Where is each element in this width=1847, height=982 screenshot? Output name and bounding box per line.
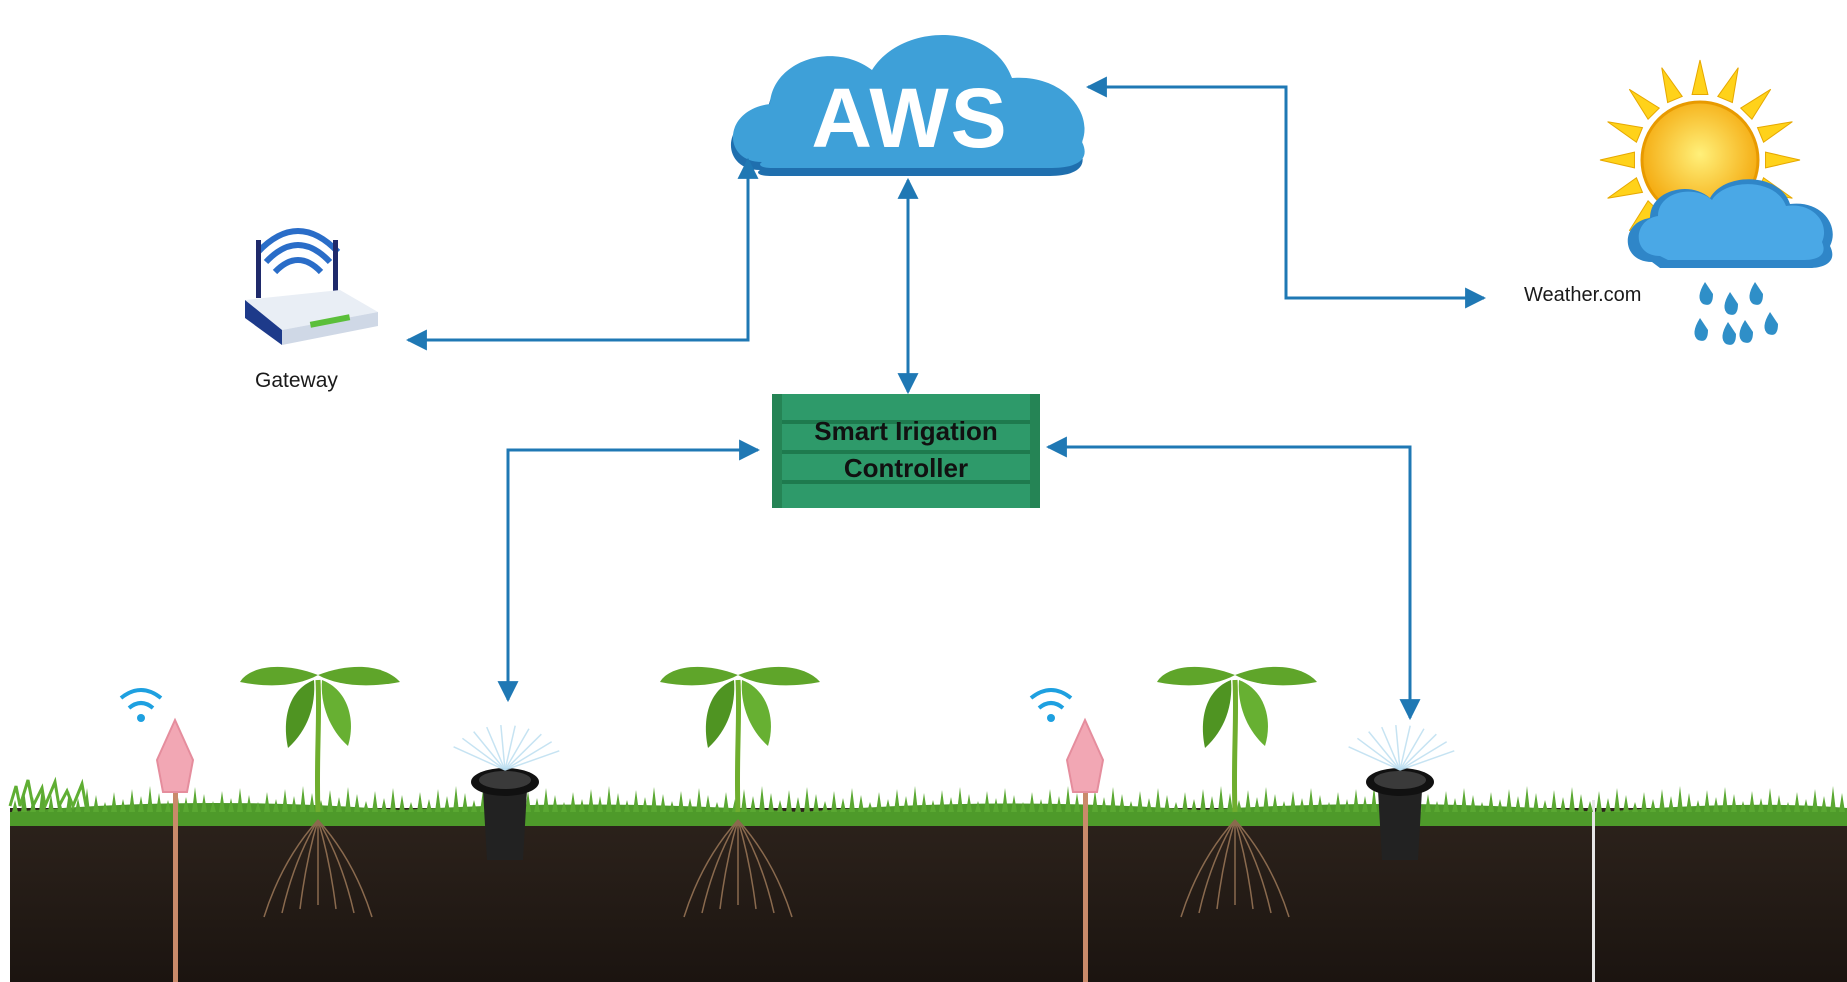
aws-cloud-label: AWS (811, 71, 1009, 165)
soil-moisture-sensor-icon (1029, 688, 1105, 982)
connector-gateway-aws (405, 157, 759, 351)
plant-icon (660, 666, 820, 918)
wifi-signal-icon (1029, 688, 1073, 722)
connector-controller-right-sprinkler (1045, 436, 1421, 721)
controller-label-line1: Smart Irigation (814, 416, 998, 446)
weather-label: Weather.com (1524, 284, 1642, 306)
grass-tufts (12, 786, 1845, 812)
gateway-label: Gateway (255, 369, 338, 392)
sprinkler-icon (453, 725, 560, 860)
controller-box-icon (772, 394, 1040, 508)
connectors (405, 76, 1487, 721)
connector-controller-left-sprinkler (497, 439, 761, 703)
plant-icon (1157, 666, 1317, 918)
field (119, 666, 1455, 982)
controller-label-line2: Controller (843, 453, 969, 483)
wifi-router-icon (245, 228, 378, 345)
connector-aws-weather (1085, 76, 1487, 309)
sun-rain-cloud-icon (1599, 59, 1833, 345)
soil-moisture-sensor-icon (119, 688, 195, 982)
plant-icon (240, 666, 400, 918)
controller-label: Smart Irigation Controller (772, 413, 1040, 487)
wifi-signal-icon (119, 688, 163, 722)
cloud-icon (730, 34, 1085, 177)
sprinkler-icon (1348, 725, 1455, 860)
